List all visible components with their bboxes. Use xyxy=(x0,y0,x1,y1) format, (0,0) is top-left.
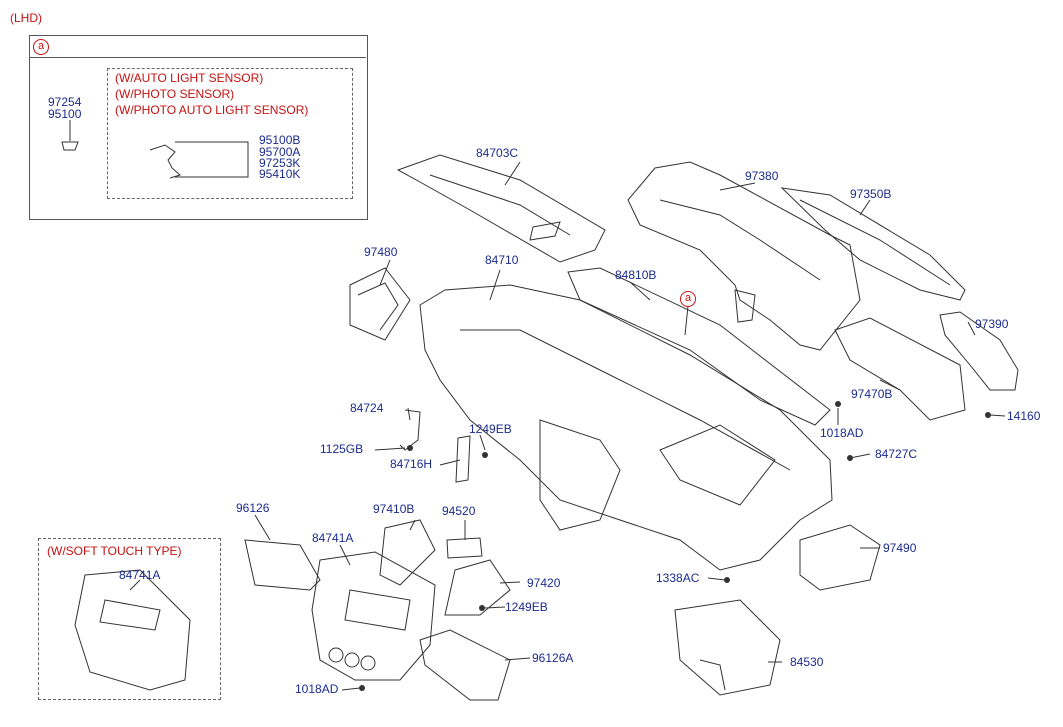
part-label: 84810B xyxy=(615,268,657,282)
part-label: 97410B xyxy=(373,502,415,516)
part-label: 14160 xyxy=(1007,409,1041,423)
part-label: 1018AD xyxy=(820,426,864,440)
airbag-84530-drawing xyxy=(674,599,781,696)
part-label: 97254 xyxy=(48,95,82,109)
part-label: 1125GB xyxy=(320,442,364,456)
part-label: 97253K xyxy=(259,156,301,170)
part-label: 95100B xyxy=(259,133,301,147)
part-label: 84741A xyxy=(312,531,354,545)
part-label: 94520 xyxy=(442,504,476,518)
part-label: 96126 xyxy=(236,501,270,515)
duct-97470B-drawing xyxy=(834,317,966,421)
option-note: (W/SOFT TOUCH TYPE) xyxy=(47,544,182,558)
part-label: 95700A xyxy=(259,145,301,159)
part-label: 97420 xyxy=(527,576,561,590)
part-label: 1338AC xyxy=(656,571,700,585)
part-label: 97490 xyxy=(883,541,917,555)
part-label: 97350B xyxy=(850,187,892,201)
soft-touch-box xyxy=(38,538,221,700)
panel-96126-drawing xyxy=(244,539,321,591)
detail-box xyxy=(29,35,368,220)
side-duct-97390-drawing xyxy=(939,311,1019,391)
vent-97490-drawing xyxy=(799,524,881,591)
cover-84703C-drawing xyxy=(396,154,606,263)
center-stack-drawing xyxy=(539,419,621,531)
part-label: 97470B xyxy=(851,387,893,401)
part-label: 96126A xyxy=(532,651,574,665)
detail-marker: a xyxy=(33,39,49,55)
bracket-84724-drawing xyxy=(399,409,421,451)
part-label: 84727C xyxy=(875,447,918,461)
sensor-drawing xyxy=(61,141,79,151)
option-note: (W/PHOTO AUTO LIGHT SENSOR) xyxy=(115,103,309,117)
part-label: 1249EB xyxy=(505,600,548,614)
part-label: 1249EB xyxy=(469,422,512,436)
glovebox-opening-drawing xyxy=(659,424,776,506)
option-note: (W/PHOTO SENSOR) xyxy=(115,87,235,101)
part-label: 84716H xyxy=(390,457,433,471)
part-label: 95100 xyxy=(48,107,82,121)
duct-97380-drawing xyxy=(627,161,861,351)
sensor-option-box xyxy=(107,68,353,199)
part-label: 1018AD xyxy=(295,682,339,696)
clock-94520-drawing xyxy=(446,537,483,559)
part-label: 97480 xyxy=(364,245,398,259)
defroster-97350B-drawing xyxy=(780,187,966,301)
vent-97480-drawing xyxy=(349,267,411,341)
part-label: 84724 xyxy=(350,401,384,415)
dash-marker: a xyxy=(680,291,696,307)
part-label: 84710 xyxy=(485,253,519,267)
part-label: 84530 xyxy=(790,655,824,669)
soft-facia-drawing xyxy=(74,569,191,691)
strip-84810B-drawing xyxy=(567,267,831,426)
part-label: 84703C xyxy=(476,146,519,160)
vent-97410B-drawing xyxy=(379,519,436,586)
option-note: (W/AUTO LIGHT SENSOR) xyxy=(115,71,264,85)
part-label: 84741A xyxy=(119,568,161,582)
sensor-wire-drawing xyxy=(149,144,182,179)
part-label: 95410K xyxy=(259,167,301,181)
part-label: 97380 xyxy=(745,169,779,183)
variant-label: (LHD) xyxy=(10,11,42,25)
part-label: 97390 xyxy=(975,317,1009,331)
bracket-84716H-drawing xyxy=(455,435,471,483)
bracket-96126A-drawing xyxy=(419,629,511,701)
vent-97420-drawing xyxy=(444,559,511,616)
detail-box-header xyxy=(29,35,366,58)
facia-84741A-drawing xyxy=(311,551,436,681)
crash-pad-84710-drawing xyxy=(419,284,833,571)
